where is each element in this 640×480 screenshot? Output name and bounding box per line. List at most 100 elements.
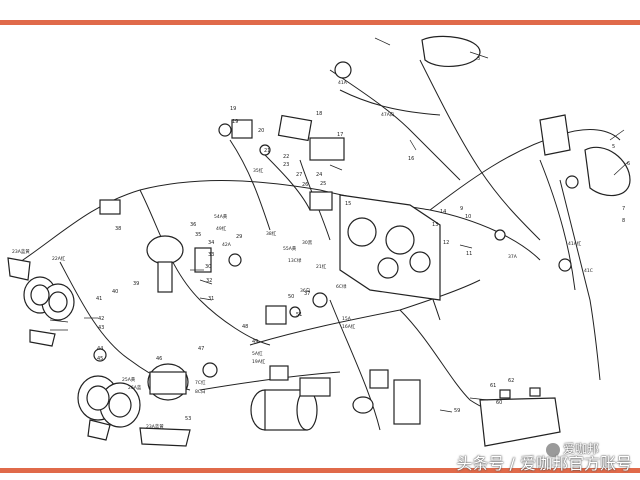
callout: 11	[466, 251, 472, 257]
bottom-divider	[0, 468, 640, 473]
wire-label: 15A	[342, 316, 352, 322]
callout: 18	[316, 111, 322, 117]
callout: 40	[112, 289, 118, 295]
harness-top2	[419, 59, 541, 241]
callout: 60	[496, 400, 502, 406]
wechat-icon	[546, 442, 560, 457]
wire-label: 13C绿	[288, 257, 302, 264]
harness-right2	[559, 179, 601, 381]
callout: 20	[258, 128, 264, 134]
callout: 5	[612, 144, 615, 150]
wire-label: 23A蓝黄	[146, 423, 164, 430]
callout: 41	[96, 296, 102, 302]
harness-mid	[329, 299, 381, 431]
watermark-logo-text: 爱咖邦	[563, 442, 600, 456]
wire-label: 25A黄	[122, 376, 136, 383]
wire-label: 36白	[300, 287, 310, 294]
callout: 15	[345, 201, 351, 207]
callout: 47	[198, 346, 204, 352]
wire-label: 8C白	[195, 388, 206, 395]
wire-label: 41C	[584, 268, 593, 274]
wire-label: 19A红	[252, 358, 266, 365]
callout: 45	[97, 356, 103, 362]
wire-label: 26A蓝	[128, 384, 142, 391]
harness-top	[329, 69, 461, 181]
wire-label: 41A红	[568, 240, 582, 247]
callout: 23	[283, 162, 289, 168]
callout: 29	[236, 234, 242, 240]
harness-front	[139, 189, 271, 346]
harness-right3	[539, 159, 576, 291]
callout: 21	[264, 148, 270, 154]
callout: 33	[208, 252, 214, 258]
callout: 59	[454, 408, 460, 414]
harness-main	[19, 180, 541, 263]
relay-box	[309, 191, 333, 211]
callout: 42	[98, 316, 104, 322]
callout: 17	[337, 132, 343, 138]
callout: 37	[304, 291, 310, 297]
rear-lamp-top	[421, 35, 481, 67]
callout: 8	[622, 218, 625, 224]
callout: 6	[627, 161, 630, 167]
callout: 48	[242, 324, 248, 330]
callout: 25	[320, 181, 326, 187]
wire-label: 30黑	[302, 240, 313, 246]
callout: 38	[115, 226, 121, 232]
distributor	[146, 235, 184, 265]
callout: 12	[443, 240, 449, 246]
callout: 36	[190, 222, 196, 228]
callout: 14	[440, 209, 446, 215]
harness-top3	[339, 89, 441, 116]
callout: 16	[408, 156, 414, 162]
callout: 61	[490, 383, 496, 389]
wire-label: 7C红	[195, 379, 206, 386]
callout: 7	[622, 206, 625, 212]
callout: 26	[302, 182, 308, 188]
wire-label: 54A黄	[214, 213, 228, 220]
turn-lamp-left	[7, 257, 31, 281]
callout: 50	[288, 294, 294, 300]
wire-label: 47A白	[381, 111, 394, 118]
wire-label: 22A红	[52, 255, 66, 262]
wire-label: 35红	[253, 167, 264, 174]
switch-panel	[277, 114, 313, 142]
rear-lamp-bracket	[539, 114, 571, 156]
wire-label: 55A黄	[283, 245, 297, 252]
wire-label: 16A红	[342, 323, 356, 330]
callout: 46	[156, 356, 162, 362]
callout: 49	[252, 339, 258, 345]
callout: 9	[460, 206, 463, 212]
callout: 32	[206, 278, 212, 284]
callout: 34	[208, 240, 214, 246]
top-divider	[0, 20, 640, 25]
rear-lamp-right	[584, 146, 631, 197]
callout: 24	[316, 172, 322, 178]
wire-label: 6C绿	[336, 283, 347, 290]
callout: 39	[133, 281, 139, 287]
wire-label: 23A蓝黄	[12, 248, 30, 255]
callout: 30	[205, 264, 211, 270]
wire-label: 41A	[338, 80, 348, 86]
wire-label: 5A红	[252, 350, 263, 357]
fuse-box	[393, 379, 421, 425]
callout: 53	[185, 416, 191, 422]
callout: 19	[232, 119, 238, 125]
watermark-text: 头条号 / 爱咖邦官方账号	[456, 454, 632, 473]
callout: 44	[97, 346, 103, 352]
watermark-logo: 爱咖邦	[546, 440, 634, 457]
harness-lower	[249, 279, 481, 346]
callout: 3	[477, 56, 480, 62]
wire-label: 21红	[316, 263, 327, 270]
callout: 19	[230, 106, 236, 112]
callout: 22	[283, 154, 289, 160]
callout: 35	[195, 232, 201, 238]
callout: 51	[296, 312, 302, 318]
wire-label: 38红	[266, 230, 277, 237]
callout: 13	[432, 222, 438, 228]
wire-label: 49红	[216, 225, 227, 232]
wire-label: 37A	[508, 254, 518, 260]
callout: 31	[208, 296, 214, 302]
